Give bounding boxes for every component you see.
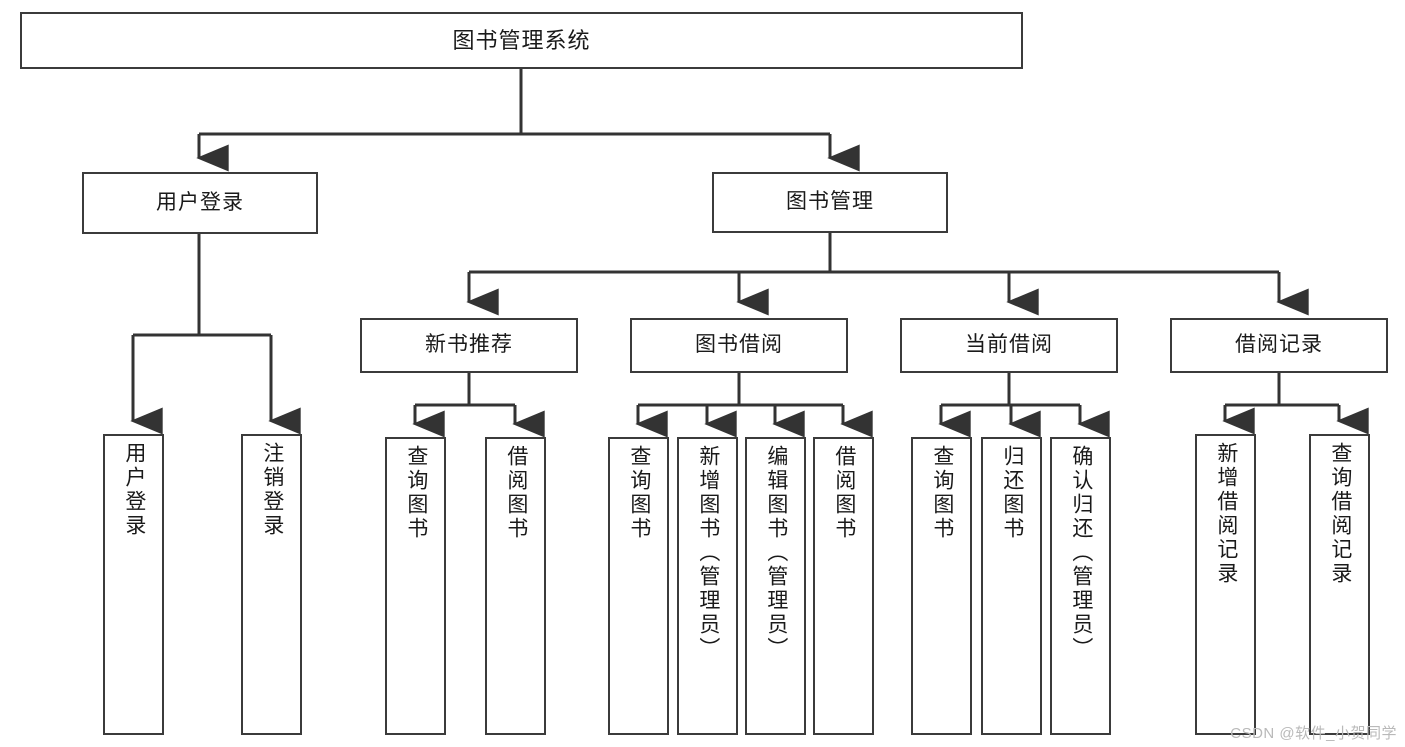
node-borrow-record[interactable]: 借阅记录 [1170, 318, 1388, 373]
node-label: 查询图书 [404, 445, 428, 541]
node-book-management[interactable]: 图书管理 [712, 172, 948, 233]
leaf-return-book[interactable]: 归还图书 [981, 437, 1042, 735]
node-label: 新增图书（管理员） [696, 445, 720, 661]
leaf-add-book-admin[interactable]: 新增图书（管理员） [677, 437, 738, 735]
node-label: 注销登录 [260, 442, 284, 538]
node-label: 新书推荐 [425, 333, 513, 357]
node-label: 图书管理 [786, 190, 874, 214]
leaf-query-borrow-record[interactable]: 查询借阅记录 [1309, 434, 1370, 735]
node-label: 编辑图书（管理员） [764, 445, 788, 661]
node-current-borrow[interactable]: 当前借阅 [900, 318, 1118, 373]
node-label: 查询图书 [930, 445, 954, 541]
node-root-book-management-system[interactable]: 图书管理系统 [20, 12, 1023, 69]
node-label: 查询图书 [627, 445, 651, 541]
leaf-edit-book-admin[interactable]: 编辑图书（管理员） [745, 437, 806, 735]
node-label: 归还图书 [1000, 445, 1024, 541]
leaf-logout[interactable]: 注销登录 [241, 434, 302, 735]
leaf-query-book-current[interactable]: 查询图书 [911, 437, 972, 735]
node-label: 图书借阅 [695, 333, 783, 357]
node-label: 新增借阅记录 [1214, 442, 1238, 586]
leaf-query-book-borrow[interactable]: 查询图书 [608, 437, 669, 735]
leaf-add-borrow-record[interactable]: 新增借阅记录 [1195, 434, 1256, 735]
leaf-borrow-book-recommend[interactable]: 借阅图书 [485, 437, 546, 735]
node-label: 用户登录 [156, 190, 244, 214]
leaf-user-login[interactable]: 用户登录 [103, 434, 164, 735]
csdn-watermark: CSDN @软件_小贺同学 [1230, 725, 1397, 742]
leaf-query-book-recommend[interactable]: 查询图书 [385, 437, 446, 735]
node-label: 借阅图书 [504, 445, 528, 541]
node-book-borrow[interactable]: 图书借阅 [630, 318, 848, 373]
leaf-confirm-return-admin[interactable]: 确认归还（管理员） [1050, 437, 1111, 735]
node-label: 图书管理系统 [452, 27, 591, 53]
node-label: 查询借阅记录 [1328, 442, 1352, 586]
node-label: 借阅记录 [1235, 333, 1323, 357]
node-label: 确认归还（管理员） [1069, 445, 1093, 661]
leaf-borrow-book[interactable]: 借阅图书 [813, 437, 874, 735]
node-user-login[interactable]: 用户登录 [82, 172, 318, 234]
node-label: 用户登录 [122, 442, 146, 538]
node-new-book-recommend[interactable]: 新书推荐 [360, 318, 578, 373]
node-label: 当前借阅 [965, 333, 1053, 357]
node-label: 借阅图书 [832, 445, 856, 541]
